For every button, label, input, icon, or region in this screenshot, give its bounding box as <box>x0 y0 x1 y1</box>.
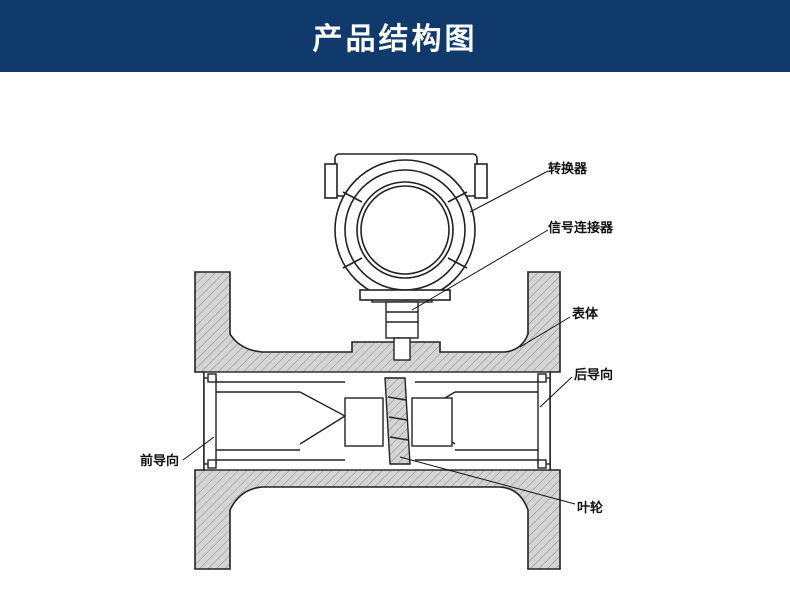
page-header: 产品结构图 <box>0 0 790 72</box>
label-front-guide: 前导向 <box>140 454 180 469</box>
label-meter-body: 表体 <box>572 307 599 322</box>
front-guide-assembly <box>203 373 384 469</box>
flow-bore <box>203 371 551 471</box>
label-rear-guide: 后导向 <box>574 368 614 383</box>
label-signal-connector: 信号连接器 <box>548 221 614 236</box>
impeller <box>384 377 411 465</box>
flowmeter-drawing <box>182 153 576 570</box>
rear-guide-assembly <box>411 373 551 469</box>
page-title: 产品结构图 <box>312 22 478 57</box>
structure-diagram: 转换器 信号连接器 表体 后导向 前导向 叶轮 <box>0 72 790 595</box>
leader-lines <box>182 170 576 505</box>
label-converter: 转换器 <box>548 162 588 177</box>
converter-housing <box>324 153 488 301</box>
label-impeller: 叶轮 <box>577 501 604 516</box>
